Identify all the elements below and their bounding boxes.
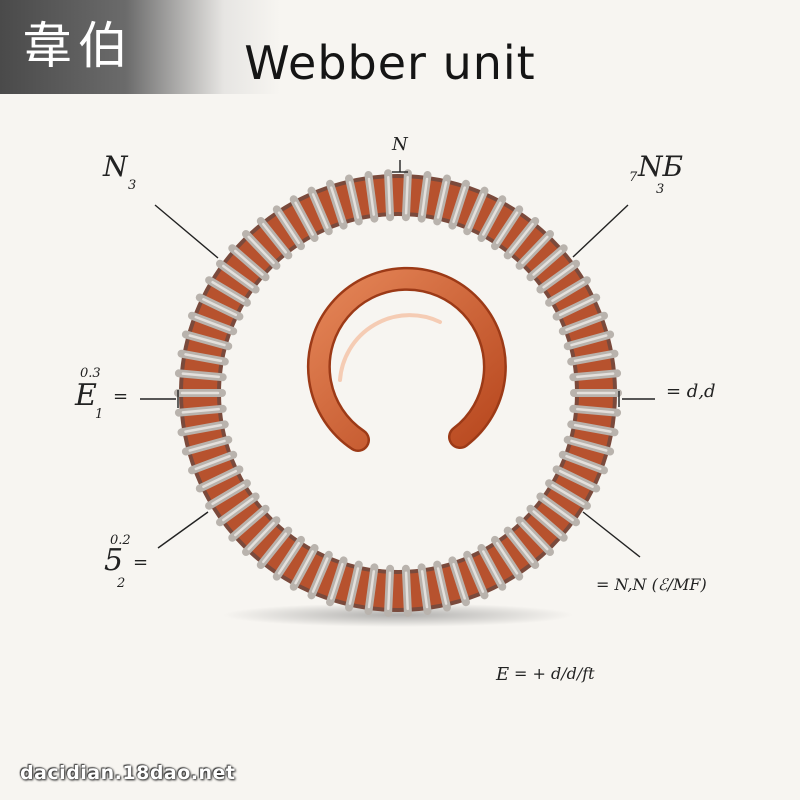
coil-winding-highlight [482, 550, 502, 585]
coil-winding-highlight [294, 550, 314, 585]
label-top-right-main: NБ [638, 150, 684, 183]
label-top-n: N [392, 134, 408, 155]
coil-winding-highlight [521, 521, 549, 551]
coil-winding-highlight [436, 181, 448, 219]
coil-winding-highlight [576, 372, 615, 379]
coil-winding-highlight [404, 175, 409, 215]
coil-winding-highlight [367, 177, 376, 216]
coil-winding-highlight [211, 280, 245, 302]
coil-winding-highlight [194, 454, 231, 471]
coil-winding-highlight [222, 264, 254, 289]
coil-winding-highlight [532, 510, 562, 537]
coil-winding-highlight [277, 211, 301, 245]
coil-winding-highlight [558, 298, 594, 317]
coil-winding-highlight [294, 201, 314, 236]
label-top-right-sub: 3 [656, 182, 665, 197]
label-bottom-value: = + d/d/ft [514, 664, 595, 683]
coil-winding-highlight [495, 541, 519, 575]
coil-winding-highlight [262, 532, 288, 564]
coil-winding-highlight [565, 454, 602, 471]
coil-winding-highlight [508, 222, 534, 254]
coil-winding-highlight [420, 570, 429, 609]
label-right-value: = d,d [666, 381, 716, 402]
label-top-right-pre: 7 [629, 170, 638, 185]
coil-winding-highlight [234, 249, 264, 276]
coil-winding-highlight [420, 177, 429, 216]
coil-winding-highlight [348, 181, 360, 219]
coil-winding-highlight [573, 353, 612, 363]
label-bottom-right-value: = N,N (ℰ/MF) [596, 575, 707, 594]
coil-winding-highlight [367, 570, 376, 609]
coil-winding-highlight [181, 407, 220, 414]
label-left-sup: 0.3 [80, 366, 101, 381]
coil-winding-highlight [348, 567, 360, 605]
label-top-left-main: N [103, 150, 128, 183]
coil-winding-highlight [202, 298, 238, 317]
coil-winding-highlight [188, 334, 226, 347]
leader-bottom-right [582, 511, 641, 558]
coil-winding-highlight [551, 484, 585, 506]
coil-winding-highlight [495, 211, 519, 245]
leader-lines [140, 160, 655, 558]
coil-winding-highlight [436, 567, 448, 605]
coil-winding-highlight [222, 497, 254, 522]
title-badge: 韋伯 [0, 0, 280, 94]
coil-winding-highlight [565, 315, 602, 332]
coil-winding-highlight [452, 562, 466, 600]
coil-winding-highlight [387, 571, 392, 611]
coil-winding-highlight [570, 334, 608, 347]
coil-winding-highlight [387, 175, 392, 215]
coil-winding-highlight [211, 484, 245, 506]
coil-winding-highlight [573, 423, 612, 433]
coil-winding-highlight [262, 222, 288, 254]
coil-winding-highlight [542, 264, 574, 289]
coil-winding-highlight [482, 201, 502, 236]
coil-winding-highlight [542, 497, 574, 522]
leader-top-left [154, 204, 219, 259]
coil-winding-highlight [311, 193, 329, 229]
leader-top-right [572, 204, 629, 258]
coil-winding-highlight [234, 510, 264, 537]
coil-winding-highlight [330, 186, 344, 224]
coil-winding-highlight [181, 372, 220, 379]
coil-winding-highlight [184, 423, 223, 433]
label-bottom-left-sup: 0.2 [110, 533, 131, 548]
coil-windings [174, 169, 622, 617]
coil-winding-highlight [330, 562, 344, 600]
label-bottom-left-sub: 2 [117, 576, 126, 591]
label-top-left-sub: 3 [128, 178, 137, 193]
leader-bottom-left [157, 511, 209, 549]
label-bottom-left-main: 5 [104, 543, 124, 578]
coil-winding-highlight [467, 557, 485, 593]
coil-winding-highlight [194, 315, 231, 332]
label-left-sub: 1 [95, 407, 104, 422]
coil-winding-highlight [521, 235, 549, 265]
label-left-eq: = [113, 386, 129, 407]
page-title: Webber unit [244, 36, 536, 90]
coil-winding-highlight [184, 353, 223, 363]
coil-winding-highlight [404, 571, 409, 611]
coil-winding-highlight [551, 280, 585, 302]
coil-winding-highlight [570, 439, 608, 452]
coil-winding-highlight [247, 235, 275, 265]
badge-chinese-text: 韋伯 [22, 17, 134, 75]
coil-winding-highlight [508, 532, 534, 564]
toroid-shadow [223, 603, 573, 627]
label-left-main: E [75, 378, 97, 413]
coil-winding-highlight [467, 193, 485, 229]
coil-winding-highlight [277, 541, 301, 575]
coil-winding-highlight [576, 407, 615, 414]
coil-winding-highlight [247, 521, 275, 551]
coil-winding-highlight [558, 469, 594, 488]
label-bottom-left-eq: = [133, 552, 149, 573]
coil-winding-highlight [452, 186, 466, 224]
coil-winding-highlight [188, 439, 226, 452]
coil-winding-highlight [532, 249, 562, 276]
coil-winding-highlight [311, 557, 329, 593]
label-bottom-e: E [496, 664, 510, 685]
site-watermark: dacidian.18dao.net [20, 762, 236, 784]
coil-winding-highlight [202, 469, 238, 488]
